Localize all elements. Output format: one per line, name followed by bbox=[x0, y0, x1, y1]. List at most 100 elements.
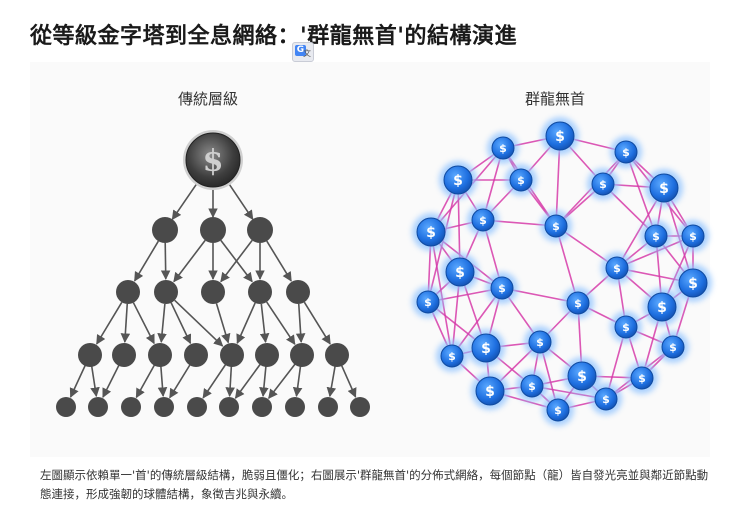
hierarchy-node bbox=[286, 280, 310, 304]
network-node bbox=[678, 268, 708, 298]
dollar-icon: $ bbox=[498, 282, 506, 295]
hierarchy-edge bbox=[135, 364, 156, 399]
dollar-icon: $ bbox=[517, 174, 525, 187]
network-node bbox=[491, 136, 515, 160]
hierarchy-edge bbox=[234, 363, 262, 399]
network-node bbox=[681, 224, 705, 248]
hierarchy-node bbox=[152, 217, 178, 243]
network-node bbox=[545, 121, 575, 151]
network-node bbox=[471, 333, 501, 363]
dollar-icon: $ bbox=[528, 380, 536, 393]
network-node bbox=[614, 315, 638, 339]
hierarchy-node bbox=[285, 397, 305, 417]
network-node bbox=[416, 290, 440, 314]
hierarchy-edge bbox=[340, 364, 357, 398]
dollar-icon: $ bbox=[552, 220, 560, 233]
dollar-icon: $ bbox=[554, 404, 562, 417]
hierarchy-edge bbox=[160, 242, 171, 280]
hierarchy-edge bbox=[326, 365, 337, 398]
hierarchy-edge bbox=[266, 240, 292, 282]
network-node bbox=[605, 256, 629, 280]
network-node bbox=[594, 387, 618, 411]
dollar-icon: $ bbox=[536, 336, 544, 349]
network-node bbox=[443, 165, 473, 195]
network-node bbox=[567, 361, 597, 391]
hierarchy-node bbox=[255, 343, 279, 367]
hierarchy-node bbox=[248, 280, 272, 304]
hierarchy-edge bbox=[268, 363, 296, 400]
dollar-icon: $ bbox=[479, 214, 487, 227]
hierarchy-edge bbox=[202, 363, 227, 399]
dollar-icon: $ bbox=[602, 393, 610, 406]
network-node bbox=[649, 173, 679, 203]
hierarchy-edge bbox=[102, 364, 120, 399]
dollar-icon: $ bbox=[555, 129, 565, 145]
hierarchy-node bbox=[112, 343, 136, 367]
dollar-icon: $ bbox=[499, 142, 507, 155]
dollar-icon: $ bbox=[426, 225, 436, 241]
hierarchy-node bbox=[88, 397, 108, 417]
figure-caption: 左圖顯示依賴單一'首'的傳統層級結構，脆弱且僵化；右圖展示'群龍無首'的分佈式網… bbox=[40, 468, 709, 501]
hierarchy-edge bbox=[157, 303, 167, 344]
hierarchy-node bbox=[247, 217, 273, 243]
dollar-icon: $ bbox=[659, 181, 669, 197]
hierarchy-edge bbox=[170, 302, 192, 345]
dollar-icon: $ bbox=[448, 350, 456, 363]
hierarchy-node bbox=[325, 343, 349, 367]
network-node bbox=[416, 217, 446, 247]
dollar-icon: $ bbox=[657, 300, 667, 316]
dollar-icon: $ bbox=[613, 262, 621, 275]
hierarchy-edge bbox=[220, 239, 253, 283]
hierarchy-node bbox=[148, 343, 172, 367]
hierarchy-edge bbox=[133, 240, 160, 282]
hierarchy-edges bbox=[69, 181, 357, 400]
hierarchy-node bbox=[154, 280, 178, 304]
dollar-icon: $ bbox=[669, 341, 677, 354]
hierarchy-node bbox=[220, 343, 244, 367]
hierarchy-edge bbox=[69, 364, 87, 398]
hierarchy-node bbox=[187, 397, 207, 417]
network-node bbox=[471, 208, 495, 232]
dollar-icon: $ bbox=[485, 384, 495, 400]
hierarchy-edge bbox=[171, 181, 199, 221]
hierarchy-node bbox=[350, 397, 370, 417]
dollar-icon: $ bbox=[688, 276, 698, 292]
hierarchy-nodes: $ bbox=[56, 130, 370, 417]
hierarchy-edge bbox=[303, 301, 331, 345]
hierarchy-node bbox=[116, 280, 140, 304]
network-node bbox=[647, 292, 677, 322]
hierarchy-hub-node bbox=[185, 132, 241, 188]
hierarchy-edge bbox=[96, 301, 123, 345]
hierarchy-node bbox=[318, 397, 338, 417]
network-node bbox=[546, 398, 570, 422]
hierarchy-edge bbox=[265, 301, 296, 345]
dollar-icon: $ bbox=[622, 321, 630, 334]
hierarchy-node bbox=[184, 343, 208, 367]
network-node bbox=[661, 335, 685, 359]
hierarchy-edge bbox=[259, 365, 269, 398]
hub-dollar-icon: $ bbox=[203, 144, 224, 179]
translate-g-glyph: G bbox=[295, 45, 306, 56]
dollar-icon: $ bbox=[599, 178, 607, 191]
network-node bbox=[445, 257, 475, 287]
hierarchy-edge bbox=[174, 299, 224, 347]
hierarchy-node bbox=[154, 397, 174, 417]
hierarchy-node bbox=[56, 397, 76, 417]
dollar-icon: $ bbox=[424, 296, 432, 309]
network-node bbox=[544, 214, 568, 238]
network-node bbox=[490, 276, 514, 300]
hierarchy-node bbox=[252, 397, 272, 417]
hierarchy-edge bbox=[227, 181, 254, 221]
hierarchy-edge bbox=[132, 302, 155, 345]
page-title: 從等級金字塔到全息網絡：'群龍無首'的結構演進 bbox=[30, 24, 517, 49]
dollar-icon: $ bbox=[689, 230, 697, 243]
hierarchy-edge bbox=[90, 365, 100, 398]
translate-icon[interactable]: G 文 bbox=[292, 42, 314, 62]
network-node bbox=[440, 344, 464, 368]
right-panel-label: 群龍無首 bbox=[525, 90, 586, 108]
network-node bbox=[509, 168, 533, 192]
hierarchy-node bbox=[121, 397, 141, 417]
hierarchy-edge bbox=[236, 302, 256, 344]
dollar-icon: $ bbox=[481, 341, 491, 357]
